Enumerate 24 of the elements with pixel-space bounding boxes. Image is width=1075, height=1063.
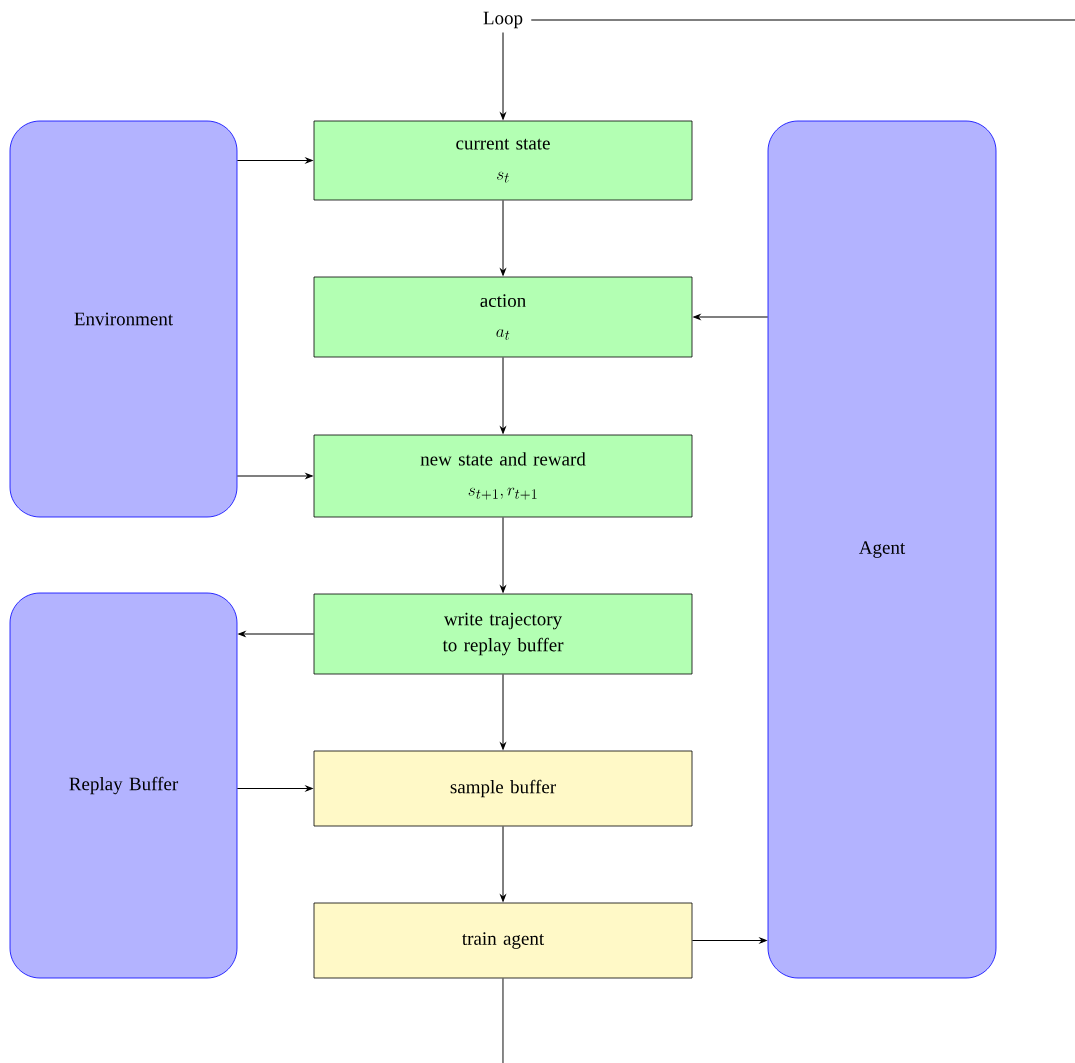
arrow (500, 825, 506, 902)
component-box: Agent (767, 120, 997, 979)
line (530, 19, 1075, 21)
line (502, 977, 504, 1063)
component-box: Replay Buffer (9, 592, 238, 979)
process-box: train agent (313, 902, 693, 979)
process-box: new state and reward $s_{t+1}, r_{t+1}$ (313, 434, 693, 518)
process-box: current state $s_t$ (313, 120, 693, 201)
component-box: Environment (9, 120, 238, 518)
arrow (238, 631, 315, 637)
arrow (500, 199, 506, 276)
arrow (236, 157, 313, 164)
arrow (691, 937, 767, 944)
arrow (236, 785, 313, 792)
process-box: sample buffer (313, 750, 693, 827)
arrow (236, 473, 313, 479)
arrow (500, 31, 506, 120)
arrow (500, 356, 506, 434)
process-box: action $a_t$ (313, 276, 693, 358)
loop-label: Loop (483, 11, 523, 29)
arrow (500, 516, 506, 593)
arrow (500, 673, 506, 750)
arrow (693, 314, 769, 320)
process-box: write trajectory to replay buffer (313, 593, 693, 675)
